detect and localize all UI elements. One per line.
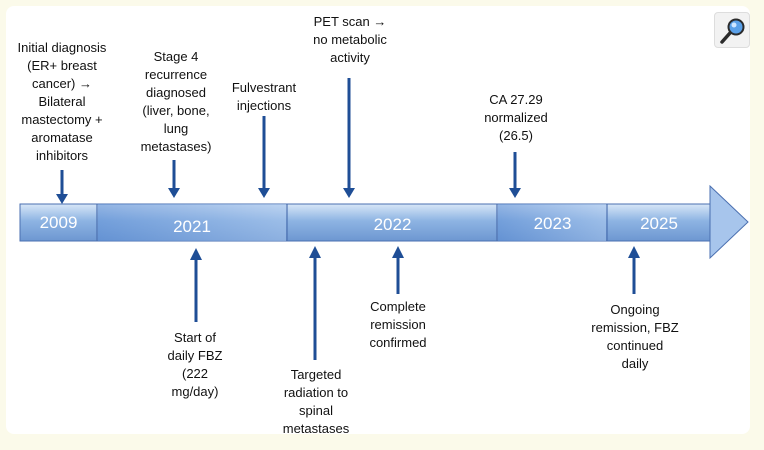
event-arrows (56, 78, 640, 360)
event-initial-diagnosis: Initial diagnosis (ER+ breast cancer) → … (17, 40, 107, 163)
magnifier-icon (720, 18, 745, 44)
segment-label-2025: 2025 (640, 214, 678, 233)
arrow-up-radiation (309, 246, 321, 360)
segment-label-2022: 2022 (373, 215, 412, 234)
event-fbz-start: Start of daily FBZ (222 mg/day) (167, 330, 223, 399)
arrow-down-ca2729 (509, 152, 521, 198)
arrow-down-stage4 (168, 160, 180, 198)
event-ca2729: CA 27.29 normalized (26.5) (484, 92, 548, 143)
arrow-down-2009 (56, 170, 68, 204)
event-fulvestrant: Fulvestrant injections (231, 80, 297, 113)
event-targeted-radiation: Targeted radiation to spinal metastases (282, 367, 350, 436)
event-ongoing-remission: Ongoing remission, FBZ continued daily (591, 302, 679, 371)
event-stage4-recurrence: Stage 4 recurrence diagnosed (liver, bon… (140, 49, 212, 154)
arrow-up-remission (392, 246, 404, 294)
arrow-down-fulvestrant (258, 116, 270, 198)
segment-label-2023: 2023 (533, 214, 572, 233)
segment-label-2009: 2009 (39, 213, 78, 232)
zoom-button[interactable] (714, 12, 750, 48)
arrow-up-fbz-start (190, 248, 202, 322)
segment-label-2021: 2021 (173, 217, 211, 236)
arrow-up-ongoing (628, 246, 640, 294)
arrow-down-pet-scan (343, 78, 355, 198)
event-pet-scan: PET scan → no metabolic activity (313, 14, 387, 65)
event-complete-remission: Complete remission confirmed (369, 299, 427, 350)
timeline-bar (19, 184, 749, 260)
